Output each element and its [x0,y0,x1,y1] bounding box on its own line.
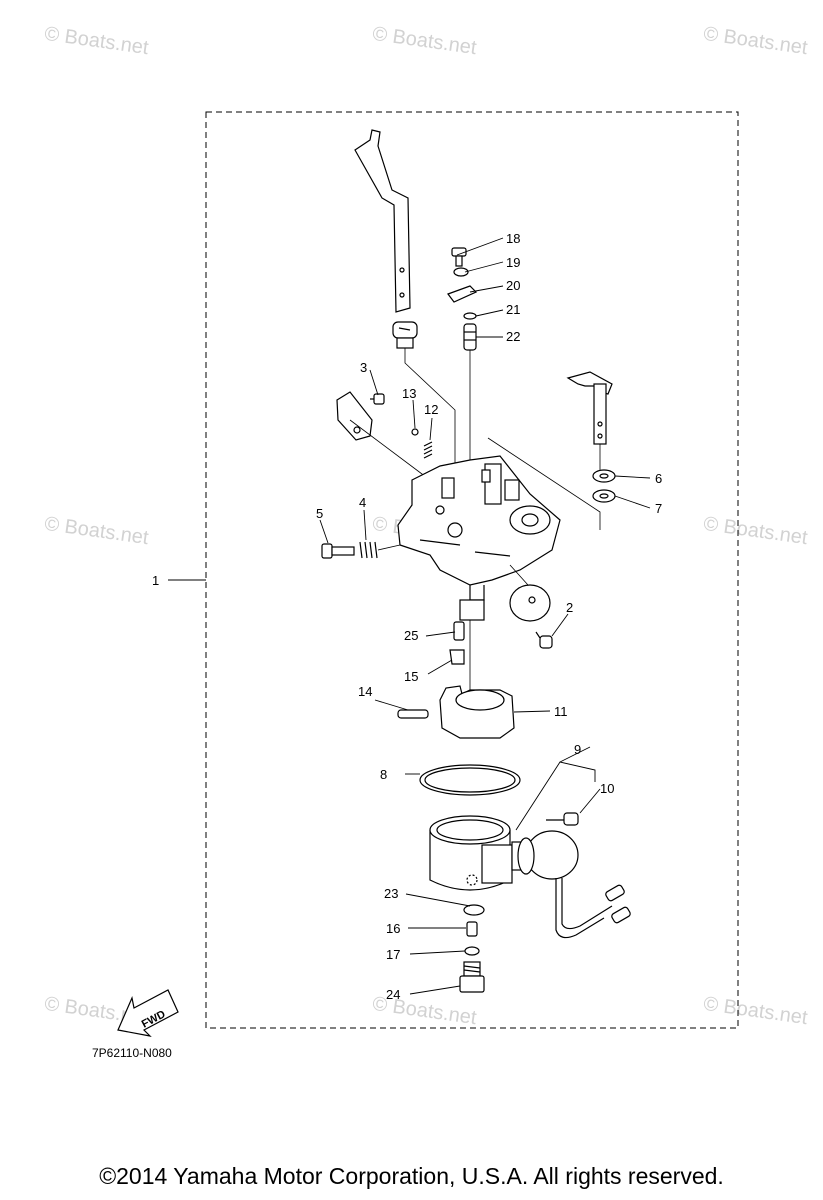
callout-9: 9 [574,742,581,757]
callout-4: 4 [359,495,366,510]
diaphragm-cover [509,584,551,622]
callout-21: 21 [506,302,520,317]
part-2-screw [535,631,553,649]
part-16-jet [466,921,478,937]
part-20-clip [447,285,478,303]
callout-11: 11 [554,704,568,719]
part-11-float [439,685,515,739]
callout-12: 12 [424,402,438,417]
callout-5: 5 [316,506,323,521]
part-8-gasket [419,764,521,796]
part-9-float-bowl [429,815,579,891]
solenoid-wires [555,878,631,939]
assembly-border [205,111,739,1029]
choke-lever [354,129,411,313]
copyright-notice: ©2014 Yamaha Motor Corporation, U.S.A. A… [99,1163,724,1189]
callout-2: 2 [566,600,573,615]
part-6-washer [592,469,616,483]
diagram-code: 7P62110-N080 [92,1046,172,1060]
throttle-shaft [566,371,613,445]
part-25-jet [453,621,465,641]
callout-20: 20 [506,278,520,293]
part-24-drain-bolt [459,961,485,993]
callout-3: 3 [360,360,367,375]
callout-8: 8 [380,767,387,782]
callout-24: 24 [386,987,400,1002]
part-13-ball [411,428,419,436]
part-4-spring [359,541,378,559]
fwd-arrow-icon [117,989,179,1037]
part-14-pin [397,709,429,719]
part-3-screw [370,393,385,405]
part-22-needle [463,323,477,351]
part-7-seal [592,489,616,503]
part-19-washer [453,267,469,277]
callout-1: 1 [152,573,159,588]
callout-18: 18 [506,231,520,246]
part-17-ring [464,946,480,956]
callout-14: 14 [358,684,372,699]
callout-7: 7 [655,501,662,516]
callout-17: 17 [386,947,400,962]
guide-line [404,348,456,465]
part-15-holder [449,649,465,665]
callout-16: 16 [386,921,400,936]
callout-6: 6 [655,471,662,486]
part-21-ring [463,312,477,320]
callout-22: 22 [506,329,520,344]
callout-15: 15 [404,669,418,684]
part-23-washer [463,904,485,916]
callout-23: 23 [384,886,398,901]
part-10-screw [546,812,579,826]
part-18-screw [451,247,467,267]
callout-19: 19 [506,255,520,270]
part-5-screw [321,543,355,559]
callout-13: 13 [402,386,416,401]
callout-25: 25 [404,628,418,643]
plate-part [336,391,373,441]
choke-knob [392,321,418,349]
callout-10: 10 [600,781,614,796]
part-12-spring [423,441,433,459]
carburetor-body [397,455,561,621]
